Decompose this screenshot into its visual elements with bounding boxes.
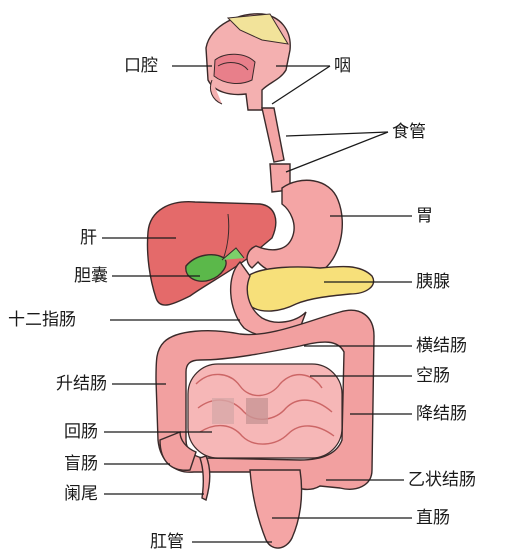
label-pharynx: 咽 bbox=[334, 56, 351, 76]
label-transverse-colon: 横结肠 bbox=[416, 336, 467, 356]
label-esophagus: 食管 bbox=[392, 122, 426, 142]
rectum-shape bbox=[250, 470, 302, 548]
label-anus: 肛管 bbox=[150, 532, 184, 552]
label-liver: 肝 bbox=[80, 228, 97, 248]
label-stomach: 胃 bbox=[416, 206, 433, 226]
label-rectum: 直肠 bbox=[416, 508, 450, 528]
label-mouth: 口腔 bbox=[124, 56, 158, 76]
pancreas-shape bbox=[242, 266, 373, 311]
label-ileum: 回肠 bbox=[64, 422, 98, 442]
label-appendix: 阑尾 bbox=[64, 484, 98, 504]
label-pancreas: 胰腺 bbox=[416, 272, 450, 292]
label-cecum: 盲肠 bbox=[64, 454, 98, 474]
head-section bbox=[206, 14, 290, 110]
label-ascending-colon: 升结肠 bbox=[56, 374, 107, 394]
label-descending-colon: 降结肠 bbox=[416, 404, 467, 424]
small-intestine-shape bbox=[188, 364, 342, 458]
label-jejunum: 空肠 bbox=[416, 366, 450, 386]
label-gallbladder: 胆囊 bbox=[74, 266, 108, 286]
label-sigmoid-colon: 乙状结肠 bbox=[408, 470, 476, 490]
esophagus-shape bbox=[262, 108, 284, 162]
label-duodenum: 十二指肠 bbox=[8, 310, 76, 330]
